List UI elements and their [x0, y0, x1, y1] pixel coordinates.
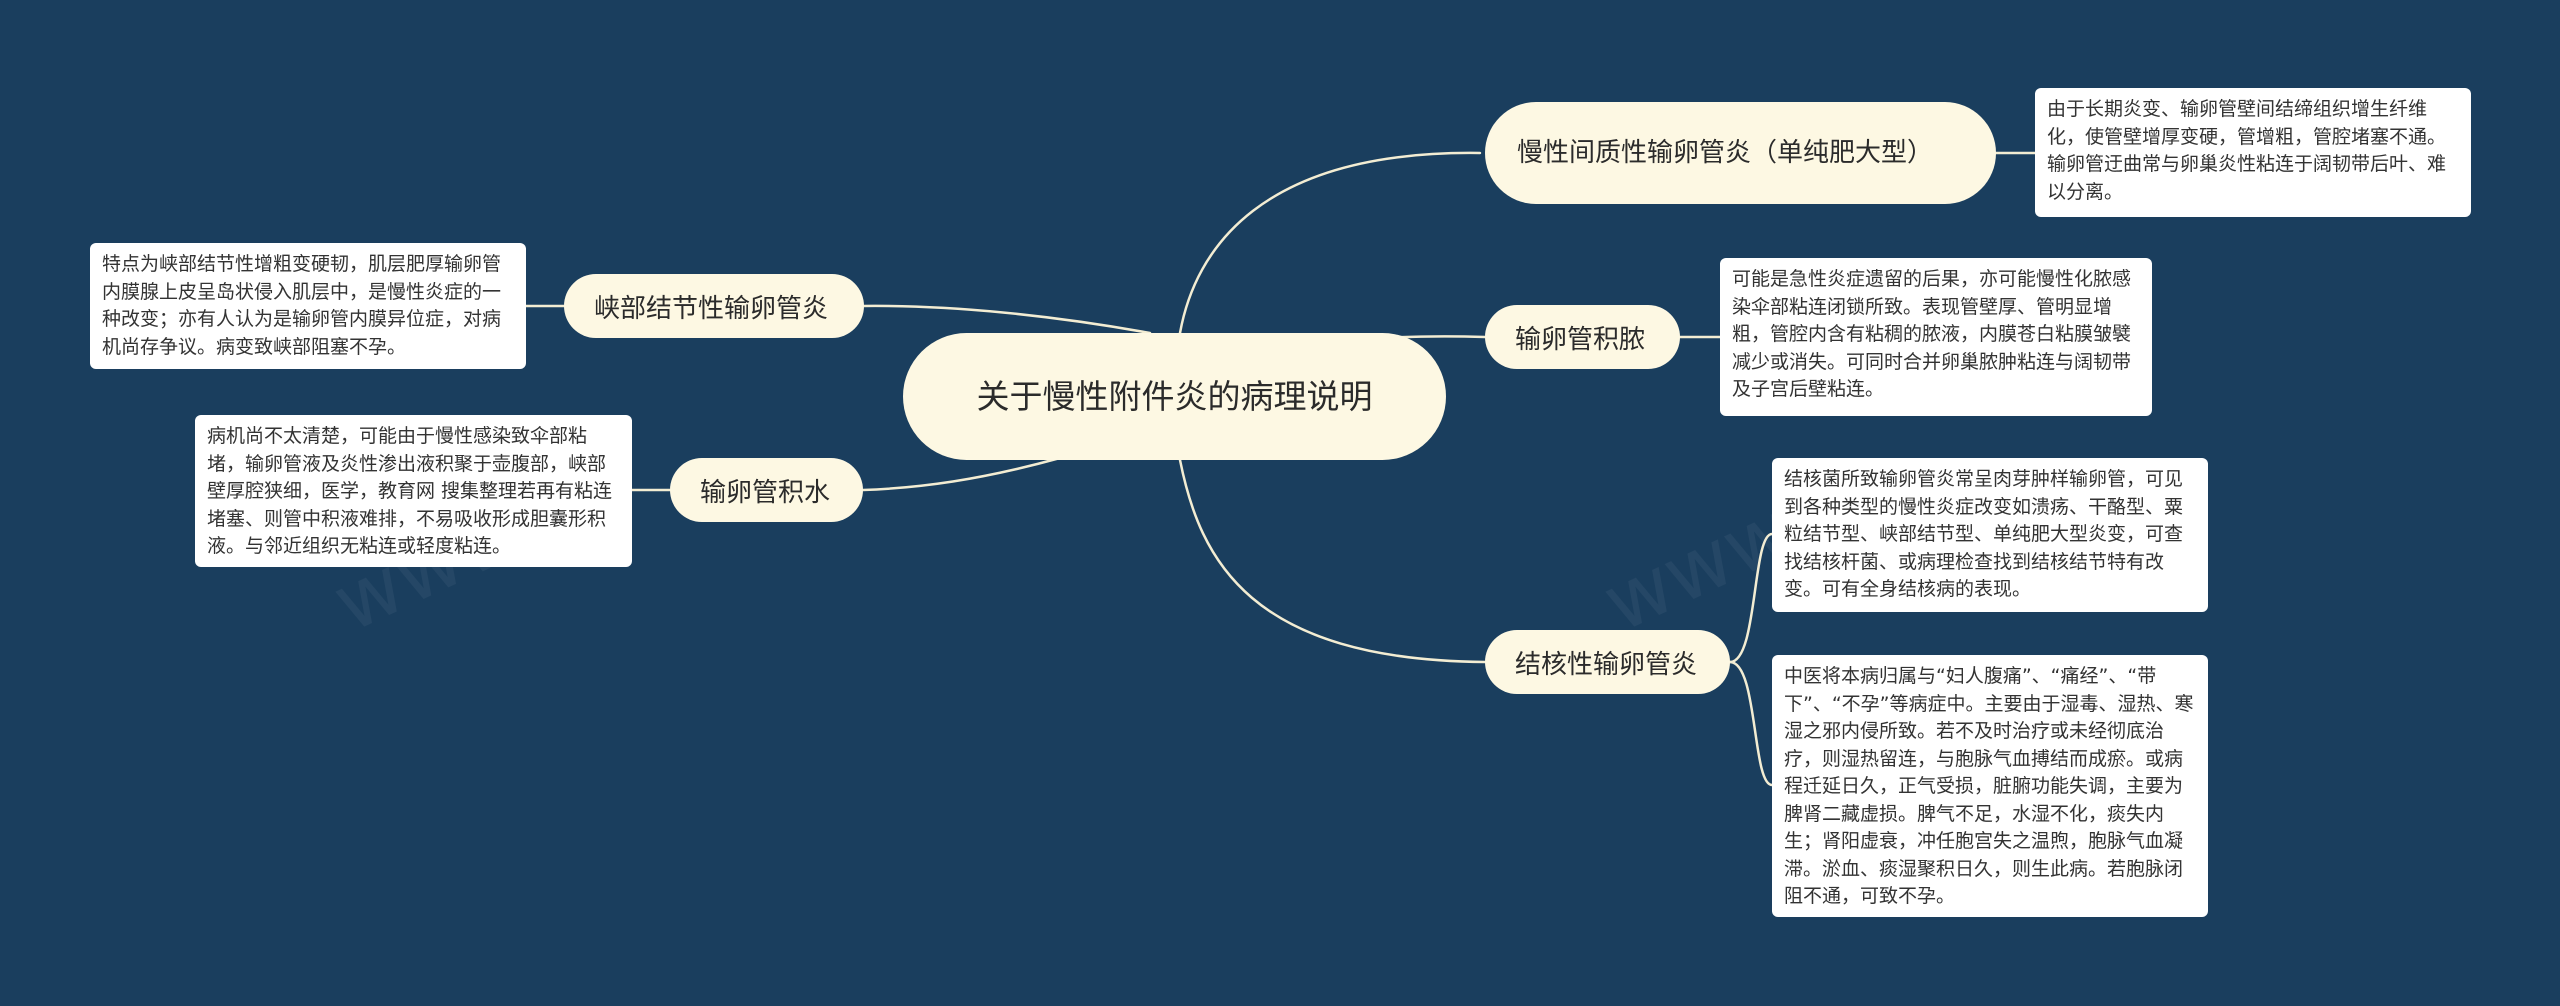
leaf-tuberculous-detail-1: 结核菌所致输卵管炎常呈肉芽肿样输卵管，可见到各种类型的慢性炎症改变如溃疡、干酪型… [1772, 458, 2208, 612]
branch-tuberculous-salpingitis[interactable]: 结核性输卵管炎 [1485, 630, 1730, 694]
leaf-pyosalpinx-detail: 可能是急性炎症遗留的后果，亦可能慢性化脓感染伞部粘连闭锁所致。表现管壁厚、管明显… [1720, 258, 2152, 416]
branch-hydrosalpinx[interactable]: 输卵管积水 [670, 458, 863, 522]
leaf-isthmic-detail: 特点为峡部结节性增粗变硬韧，肌层肥厚输卵管内膜腺上皮呈岛状侵入肌层中，是慢性炎症… [90, 243, 526, 369]
root-topic: 关于慢性附件炎的病理说明 [903, 333, 1446, 460]
leaf-tuberculous-detail-2: 中医将本病归属与“妇人腹痛”、“痛经”、“带下”、“不孕”等病症中。主要由于湿毒… [1772, 655, 2208, 917]
branch-label: 结核性输卵管炎 [1515, 649, 1698, 680]
branch-label: 输卵管积水 [700, 477, 831, 508]
branch-label: 峡部结节性输卵管炎 [594, 293, 829, 324]
branch-label: 输卵管积脓 [1515, 324, 1646, 355]
branch-isthmic-nodular-salpingitis[interactable]: 峡部结节性输卵管炎 [564, 274, 864, 338]
branch-pyosalpinx[interactable]: 输卵管积脓 [1485, 305, 1680, 369]
root-topic-label: 关于慢性附件炎的病理说明 [976, 376, 1373, 416]
leaf-interstitial-detail: 由于长期炎变、输卵管壁间结缔组织增生纤维化，使管壁增厚变硬，管增粗，管腔堵塞不通… [2035, 88, 2471, 217]
branch-label: 慢性间质性输卵管炎（单纯肥大型） [1517, 138, 1934, 168]
branch-interstitial-salpingitis[interactable]: 慢性间质性输卵管炎（单纯肥大型） [1485, 102, 1996, 204]
leaf-hydrosalpinx-detail: 病机尚不太清楚，可能由于慢性感染致伞部粘堵，输卵管液及炎性渗出液积聚于壶腹部，峡… [195, 415, 632, 567]
